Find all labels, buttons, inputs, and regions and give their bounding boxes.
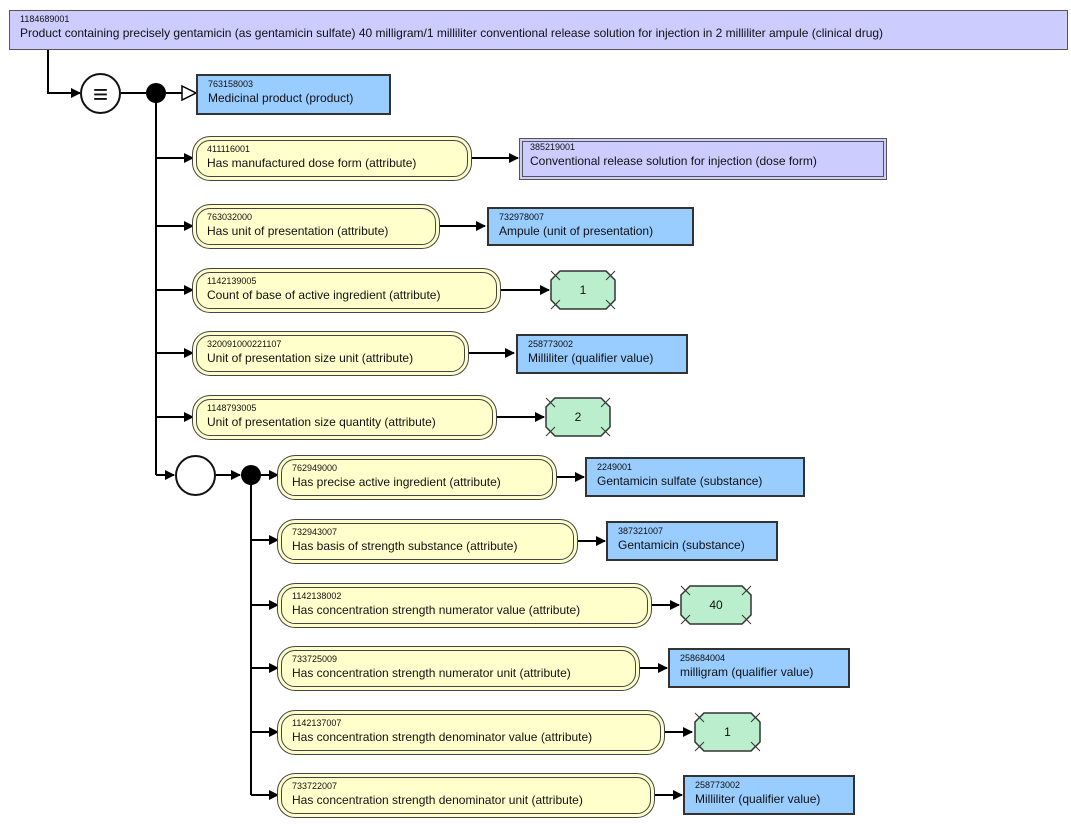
attribute-box[interactable]: 411116001 Has manufactured dose form (at…	[196, 140, 468, 177]
concrete-value-shape	[550, 270, 616, 310]
concrete-value[interactable]: 2	[545, 397, 611, 437]
attribute-sctid: 320091000221107	[207, 339, 282, 349]
group-attribute-box[interactable]: 762949000 Has precise active ingredient …	[281, 459, 553, 496]
concrete-value[interactable]: 1	[694, 712, 761, 752]
attribute-sctid: 732943007	[292, 527, 338, 537]
value-sctid: 387321007	[618, 526, 664, 536]
attribute-term: Has manufactured dose form (attribute)	[207, 156, 417, 170]
is-a-arrowhead	[181, 84, 198, 102]
concrete-value[interactable]: 40	[680, 585, 752, 625]
attribute-box[interactable]: 763032000 Has unit of presentation (attr…	[196, 208, 436, 245]
value-concept[interactable]: 732978007 Ampule (unit of presentation)	[487, 207, 694, 246]
attribute-sctid: 763032000	[207, 212, 253, 222]
attribute-sctid: 411116001	[207, 144, 251, 154]
conjunction-dot	[146, 83, 166, 103]
equivalence-symbol: ≡	[80, 73, 121, 114]
concrete-value-text: 2	[574, 410, 582, 424]
parent-concept[interactable]: 763158003 Medicinal product (product)	[196, 74, 391, 115]
value-sctid: 2249001	[597, 462, 633, 472]
attribute-sctid: 1142138002	[292, 591, 342, 601]
value-term: Conventional release solution for inject…	[530, 154, 817, 168]
value-term: milligram (qualifier value)	[680, 665, 814, 679]
concrete-value-shape	[694, 712, 761, 752]
attribute-term: Has concentration strength denominator u…	[292, 793, 583, 807]
parent-term: Medicinal product (product)	[208, 91, 354, 105]
value-sctid: 258773002	[528, 339, 574, 349]
attribute-sctid: 733725009	[292, 654, 338, 664]
attribute-term: Has concentration strength numerator uni…	[292, 666, 571, 680]
value-concept[interactable]: 2249001 Gentamicin sulfate (substance)	[585, 457, 805, 497]
concrete-value[interactable]: 1	[550, 270, 616, 310]
attribute-group-symbol	[175, 455, 216, 496]
focus-concept[interactable]: 1184689001 Product containing precisely …	[9, 10, 1068, 50]
equivalence-glyph: ≡	[92, 78, 109, 109]
attribute-term: Has precise active ingredient (attribute…	[292, 475, 501, 489]
attribute-term: Has basis of strength substance (attribu…	[292, 539, 518, 553]
group-attribute-box[interactable]: 1142138002 Has concentration strength nu…	[281, 587, 648, 624]
attribute-sctid: 1148793005	[207, 403, 257, 413]
group-attribute-box[interactable]: 732943007 Has basis of strength substanc…	[281, 523, 574, 560]
concrete-value-shape	[680, 585, 752, 625]
attribute-term: Has concentration strength denominator v…	[292, 730, 593, 744]
value-term: Milliliter (qualifier value)	[528, 351, 654, 365]
attribute-term: Count of base of active ingredient (attr…	[207, 288, 441, 302]
value-sctid: 258773002	[695, 780, 741, 790]
focus-sctid: 1184689001	[20, 14, 70, 24]
value-sctid: 732978007	[499, 212, 545, 222]
value-concept[interactable]: 258773002 Milliliter (qualifier value)	[683, 775, 855, 815]
attribute-box[interactable]: 1142139005 Count of base of active ingre…	[196, 272, 497, 309]
concrete-value-shape	[545, 397, 611, 437]
focus-term: Product containing precisely gentamicin …	[20, 26, 884, 40]
attribute-term: Unit of presentation size unit (attribut…	[207, 351, 414, 365]
concrete-value-text: 1	[724, 725, 731, 739]
attribute-box[interactable]: 320091000221107 Unit of presentation siz…	[196, 335, 465, 372]
group-attribute-box[interactable]: 733722007 Has concentration strength den…	[281, 777, 651, 814]
group-conjunction-dot	[241, 465, 261, 485]
value-concept[interactable]: 258773002 Milliliter (qualifier value)	[516, 334, 688, 374]
attribute-term: Has concentration strength numerator val…	[292, 603, 581, 617]
attribute-sctid: 733722007	[292, 781, 338, 791]
group-attribute-box[interactable]: 733725009 Has concentration strength num…	[281, 650, 636, 687]
attribute-box[interactable]: 1148793005 Unit of presentation size qua…	[196, 399, 493, 436]
value-sctid: 258684004	[680, 653, 726, 663]
value-term: Milliliter (qualifier value)	[695, 792, 821, 806]
attribute-sctid: 1142139005	[207, 276, 257, 286]
value-term: Gentamicin (substance)	[618, 538, 745, 552]
attribute-term: Has unit of presentation (attribute)	[207, 224, 389, 238]
value-concept[interactable]: 385219001 Conventional release solution …	[519, 138, 887, 180]
value-concept[interactable]: 258684004 milligram (qualifier value)	[668, 648, 850, 688]
concrete-value-text: 1	[579, 283, 587, 297]
group-attribute-box[interactable]: 1142137007 Has concentration strength de…	[281, 714, 661, 751]
parent-sctid: 763158003	[208, 79, 254, 89]
value-sctid: 385219001	[530, 142, 576, 152]
attribute-term: Unit of presentation size quantity (attr…	[207, 415, 436, 429]
value-term: Ampule (unit of presentation)	[499, 224, 654, 238]
value-concept[interactable]: 387321007 Gentamicin (substance)	[606, 521, 778, 561]
attribute-sctid: 762949000	[292, 463, 338, 473]
concrete-value-text: 40	[709, 598, 723, 612]
value-term: Gentamicin sulfate (substance)	[597, 474, 763, 488]
attribute-sctid: 1142137007	[292, 718, 342, 728]
